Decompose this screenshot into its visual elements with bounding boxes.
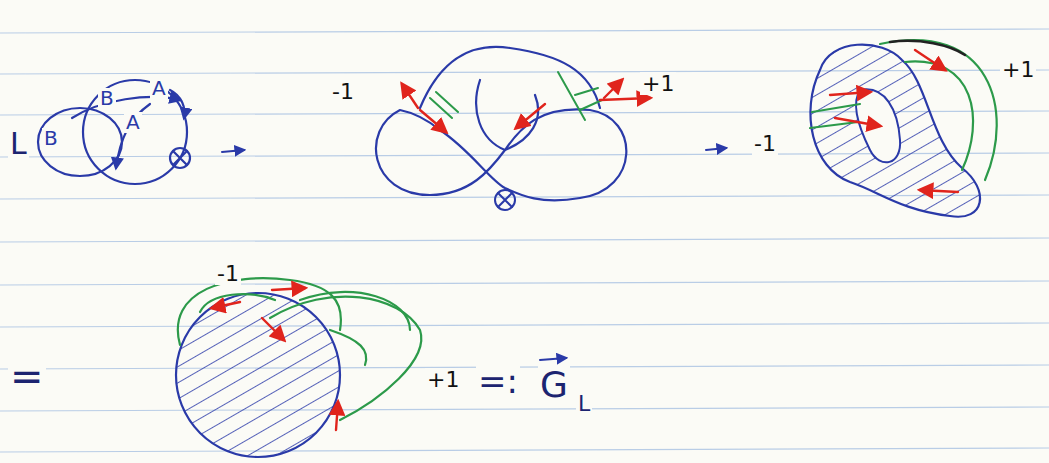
framing-number: +1 xyxy=(425,368,461,391)
ribbon-diagram xyxy=(376,47,650,210)
framing-number: -1 xyxy=(215,262,241,285)
component-label: B xyxy=(42,128,60,149)
seifert-surface xyxy=(810,40,997,217)
framing-number: -1 xyxy=(752,132,778,155)
framing-number: +1 xyxy=(1000,58,1036,81)
framing-number: -1 xyxy=(330,80,356,103)
component-label: A xyxy=(150,78,168,99)
link-name: L xyxy=(8,128,29,160)
framing-number: +1 xyxy=(640,72,676,95)
graph-subscript: L xyxy=(576,392,592,415)
step-arrow xyxy=(222,148,726,152)
ruled-lines xyxy=(0,29,1049,452)
equation-symbol: =: xyxy=(476,364,520,400)
component-label: A xyxy=(124,112,142,133)
component-label: B xyxy=(98,88,116,109)
graph-name: G xyxy=(538,366,570,404)
equation-symbol: = xyxy=(8,355,46,397)
disk-with-bands xyxy=(176,278,566,457)
